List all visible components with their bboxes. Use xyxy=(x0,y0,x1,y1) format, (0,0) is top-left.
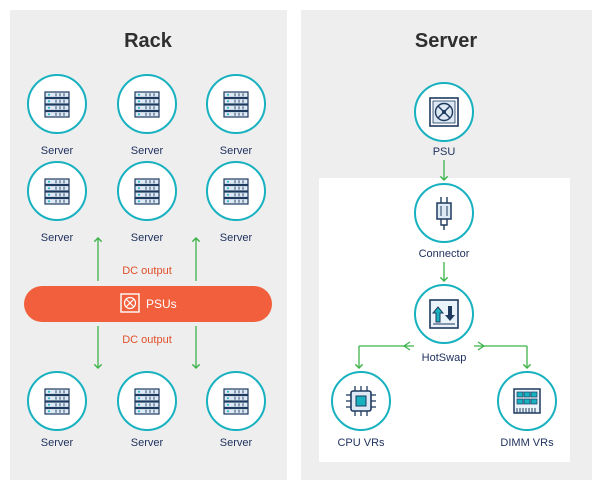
connector-node xyxy=(414,183,474,243)
psu-node xyxy=(414,82,474,142)
psus-label: PSUs xyxy=(146,297,177,311)
server-node xyxy=(27,74,87,134)
server-label: Server xyxy=(130,437,164,449)
dimm-vrs-node xyxy=(497,371,557,431)
server-icon xyxy=(223,91,249,118)
psu-unit-icon xyxy=(429,97,459,127)
cpu-vrs-label: CPU VRs xyxy=(337,437,385,449)
server-node xyxy=(117,74,177,134)
server-label: Server xyxy=(40,145,74,157)
server-node xyxy=(206,74,266,134)
cpu-vrs-node xyxy=(331,371,391,431)
server-node xyxy=(27,161,87,221)
server-label: Server xyxy=(130,145,164,157)
dimm-vrs-label: DIMM VRs xyxy=(500,437,554,449)
server-icon xyxy=(223,178,249,205)
connector-icon xyxy=(436,197,452,230)
server-node xyxy=(27,371,87,431)
server-icon xyxy=(44,178,70,205)
dimm-memory-icon xyxy=(513,388,541,414)
hotswap-label: HotSwap xyxy=(421,352,467,364)
server-node xyxy=(117,161,177,221)
hotswap-icon xyxy=(429,299,459,329)
psu-icon xyxy=(120,293,140,313)
hotswap-node xyxy=(414,284,474,344)
server-title: Server xyxy=(414,30,478,52)
server-label: Server xyxy=(219,437,253,449)
psu-label: PSU xyxy=(432,146,456,158)
dc-output-label-bottom: DC output xyxy=(122,334,172,346)
server-icon xyxy=(44,91,70,118)
server-icon xyxy=(134,388,160,415)
cpu-chip-icon xyxy=(346,386,376,416)
server-label: Server xyxy=(219,232,253,244)
server-label: Server xyxy=(219,145,253,157)
server-label: Server xyxy=(130,232,164,244)
dc-output-label-top: DC output xyxy=(122,265,172,277)
server-icon xyxy=(134,91,160,118)
server-label: Server xyxy=(40,232,74,244)
server-node xyxy=(117,371,177,431)
psus-bar: PSUs xyxy=(24,286,272,322)
connector-label: Connector xyxy=(418,248,470,260)
server-icon xyxy=(134,178,160,205)
server-label: Server xyxy=(40,437,74,449)
rack-title: Rack xyxy=(124,30,172,52)
server-icon xyxy=(44,388,70,415)
server-node xyxy=(206,161,266,221)
server-node xyxy=(206,371,266,431)
server-icon xyxy=(223,388,249,415)
